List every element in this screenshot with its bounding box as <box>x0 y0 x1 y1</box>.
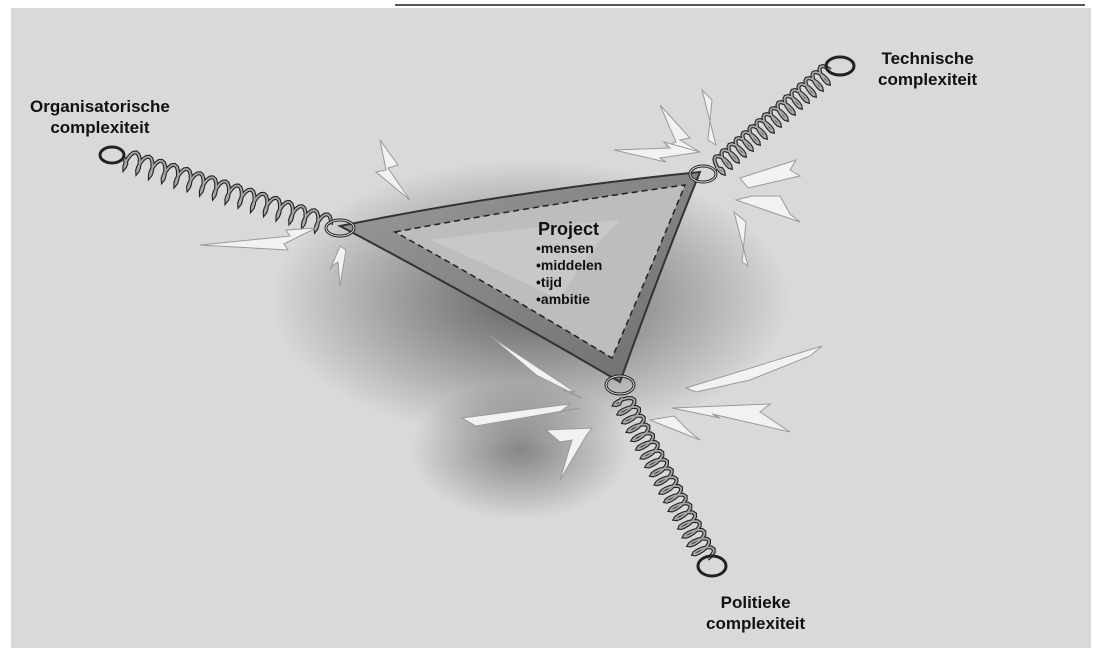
tension-bolt-9 <box>701 88 717 147</box>
springs <box>122 64 832 561</box>
project-description: Project mensen middelen tijd ambitie <box>536 218 602 308</box>
ring-bottom <box>604 374 636 396</box>
hook-right <box>824 55 856 77</box>
label-organisatorische-complexiteit: Organisatorische complexiteit <box>30 97 170 137</box>
hook-bottom <box>696 554 728 578</box>
spring-politiek-highlight <box>612 397 715 560</box>
ring-left <box>324 218 356 238</box>
tension-bolt-3 <box>199 227 317 251</box>
project-item: middelen <box>536 257 602 274</box>
tension-bolts <box>199 88 823 481</box>
spring-technisch-highlight <box>713 65 831 175</box>
label-politieke-complexiteit: Politieke complexiteit <box>706 593 806 633</box>
project-item: ambitie <box>536 291 602 308</box>
tension-bolt-6 <box>739 159 802 189</box>
project-title: Project <box>538 219 600 239</box>
tension-bolt-14 <box>671 403 791 433</box>
project-item: mensen <box>536 240 602 257</box>
top-rule <box>395 4 1085 6</box>
ring-right <box>688 164 718 184</box>
project-items: mensen middelen tijd ambitie <box>536 240 602 308</box>
tension-bolt-2 <box>329 245 347 287</box>
tension-bolt-12 <box>544 427 594 481</box>
project-item: tijd <box>536 274 602 291</box>
tension-bolt-13 <box>684 345 823 393</box>
spring-organisatorisch-highlight <box>123 151 332 232</box>
shadow-bottom <box>410 380 630 520</box>
tension-bolt-7 <box>734 195 801 223</box>
tension-bolt-4 <box>659 104 701 153</box>
tension-bolt-10 <box>489 335 583 399</box>
tension-bolt-1 <box>374 139 411 201</box>
hook-left <box>98 145 126 165</box>
label-technische-complexiteit: Technische complexiteit <box>878 49 978 89</box>
tension-bolt-11 <box>460 403 581 427</box>
tension-bolt-8 <box>733 210 749 268</box>
tension-bolt-15 <box>648 415 701 441</box>
tension-bolt-5 <box>613 141 701 163</box>
